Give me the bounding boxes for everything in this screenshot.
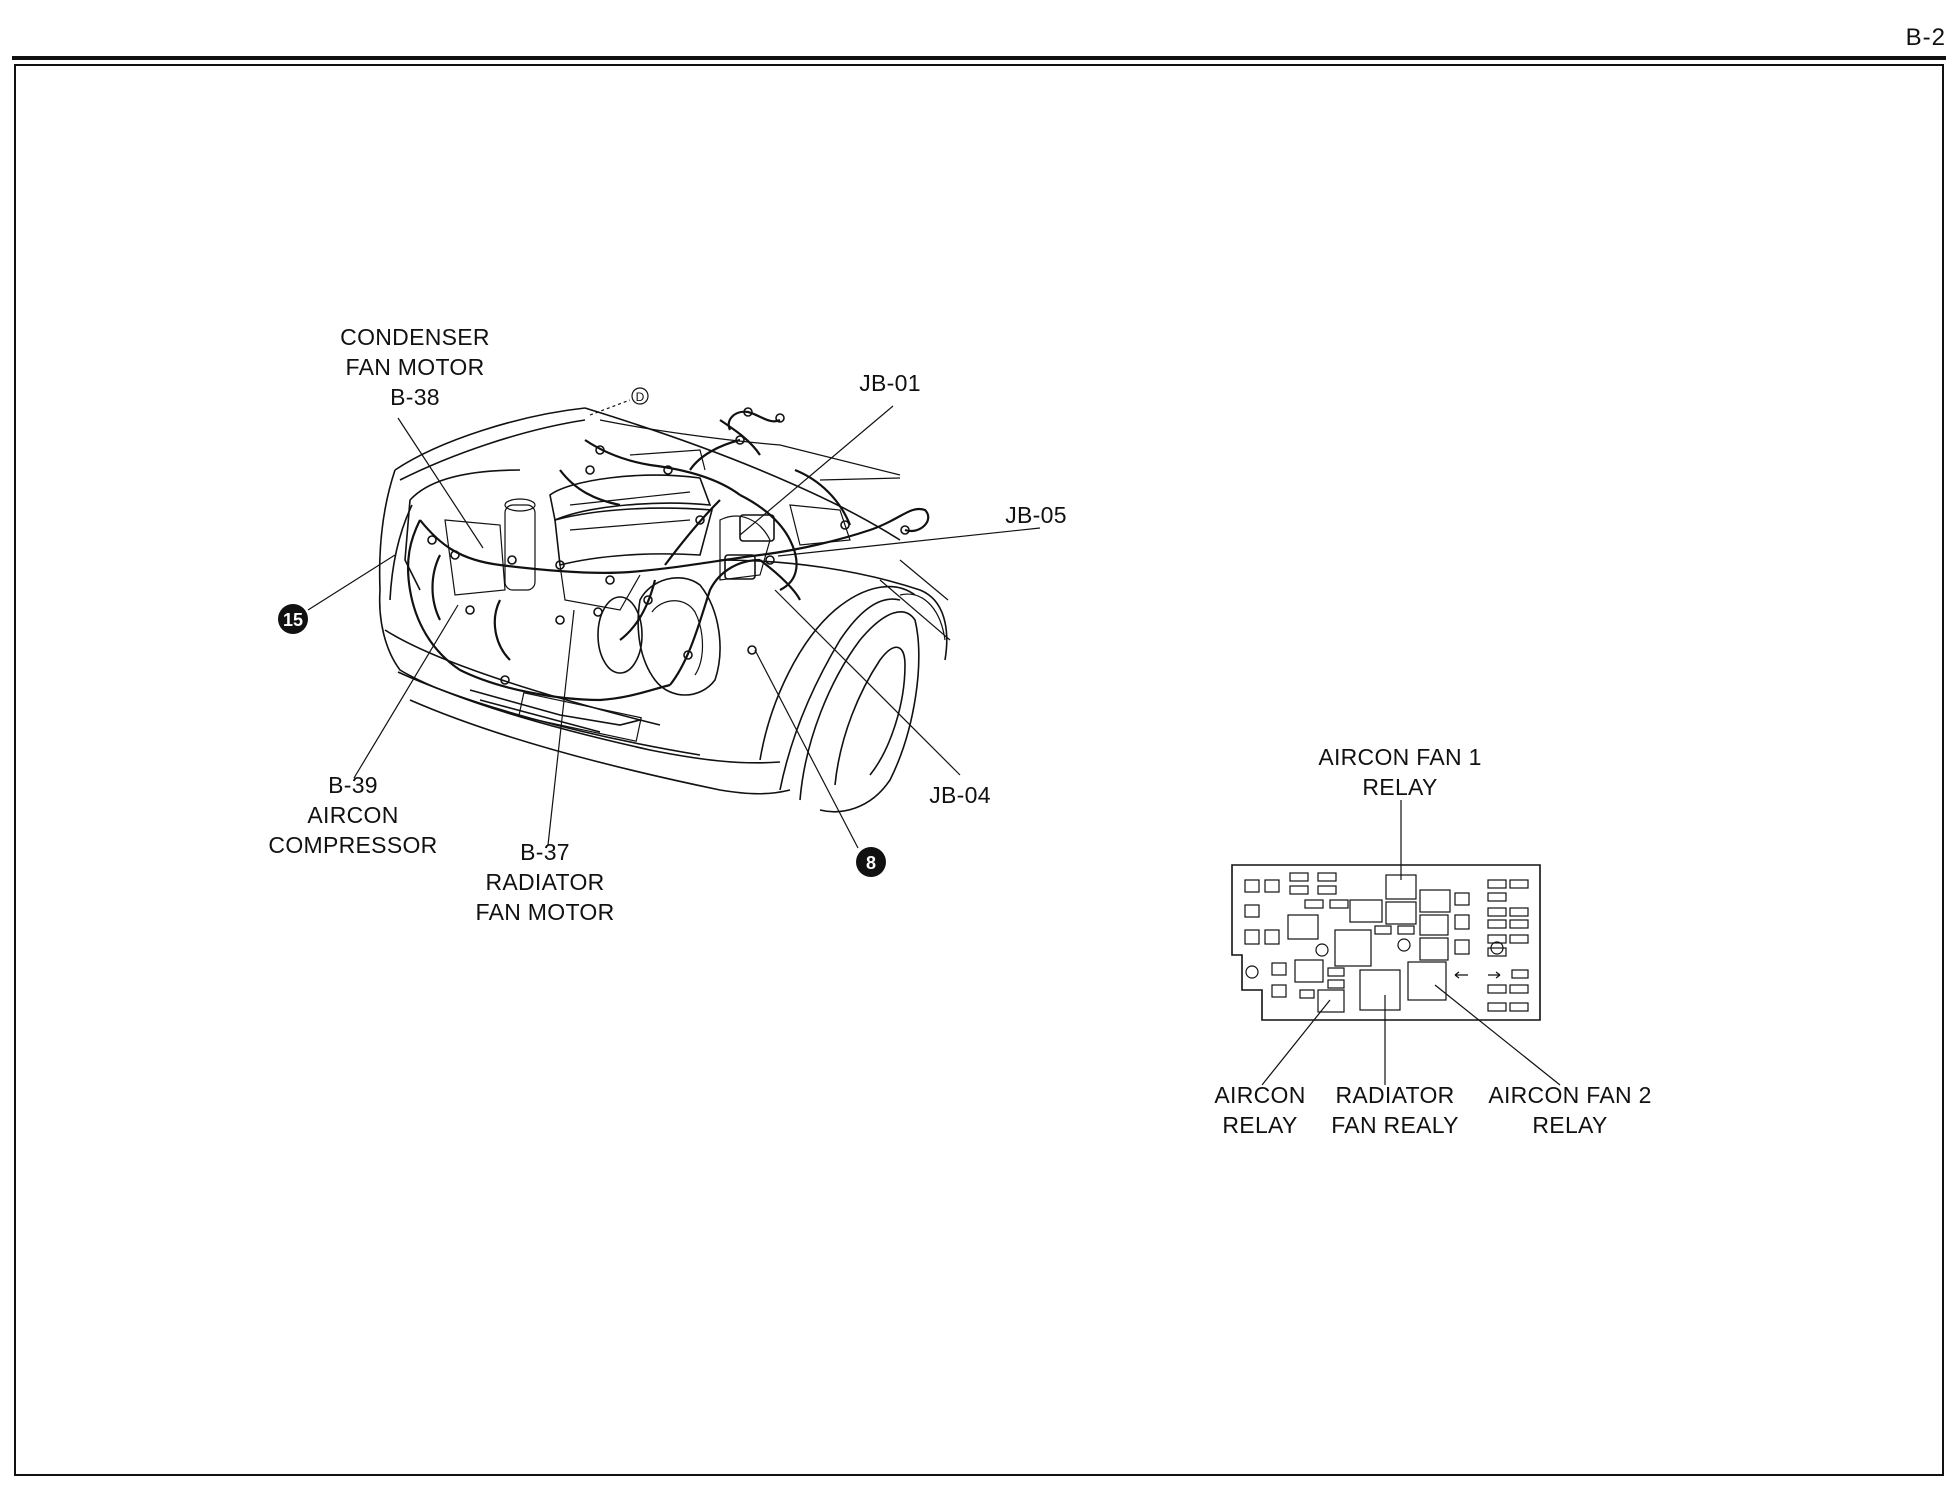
aircon-fan-2-relay-block bbox=[1407, 961, 1447, 1001]
relay-leader-lines bbox=[1261, 800, 1561, 1086]
label-aircon-fan-1-relay: AIRCON FAN 1 RELAY bbox=[1318, 744, 1482, 800]
svg-text:15: 15 bbox=[283, 610, 303, 630]
label-condenser-fan-motor-b38: CONDENSER FAN MOTOR B-38 bbox=[340, 324, 490, 410]
radiator-fan-relay-block bbox=[1359, 969, 1401, 1011]
relay-box bbox=[1231, 864, 1541, 1021]
label-radiator-fan-relay: RADIATOR FAN REALY bbox=[1331, 1082, 1459, 1138]
label-jb-01: JB-01 bbox=[859, 370, 921, 396]
car-body-outline bbox=[378, 407, 951, 813]
aircon-relay-block bbox=[1317, 989, 1345, 1013]
ground-marker-15: 15 bbox=[278, 604, 308, 634]
page-number: B-2 bbox=[1905, 24, 1946, 51]
engine-block bbox=[444, 449, 851, 611]
ground-marker-8: 8 bbox=[856, 847, 886, 877]
label-aircon-compressor-b39: B-39 AIRCON COMPRESSOR bbox=[268, 772, 438, 858]
label-aircon-relay: AIRCON RELAY bbox=[1214, 1082, 1306, 1138]
svg-text:8: 8 bbox=[866, 853, 876, 873]
ground-marker-d: D bbox=[631, 387, 649, 405]
label-jb-05: JB-05 bbox=[1005, 502, 1067, 528]
label-jb-04: JB-04 bbox=[929, 782, 991, 808]
label-aircon-fan-2-relay: AIRCON FAN 2 RELAY bbox=[1488, 1082, 1652, 1138]
header-rule bbox=[12, 56, 1946, 60]
label-radiator-fan-motor-b37: B-37 RADIATOR FAN MOTOR bbox=[475, 839, 615, 925]
diagram-frame bbox=[14, 64, 1944, 1476]
harness-connectors bbox=[427, 407, 910, 685]
svg-text:D: D bbox=[636, 390, 645, 404]
car-leader-lines bbox=[307, 399, 1041, 849]
wiring-harness bbox=[406, 410, 930, 702]
